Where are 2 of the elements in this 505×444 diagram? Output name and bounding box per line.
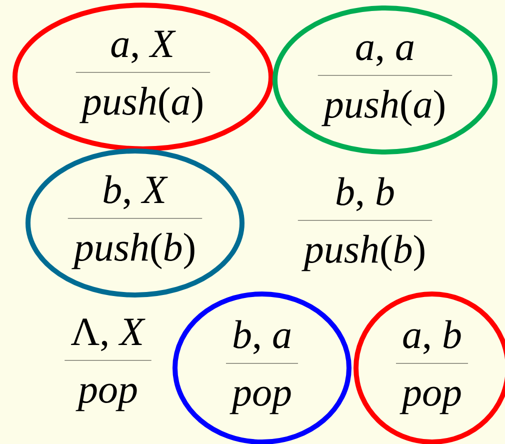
- fraction: b, b push(b): [298, 177, 432, 272]
- fraction: Λ, X pop: [64, 318, 152, 412]
